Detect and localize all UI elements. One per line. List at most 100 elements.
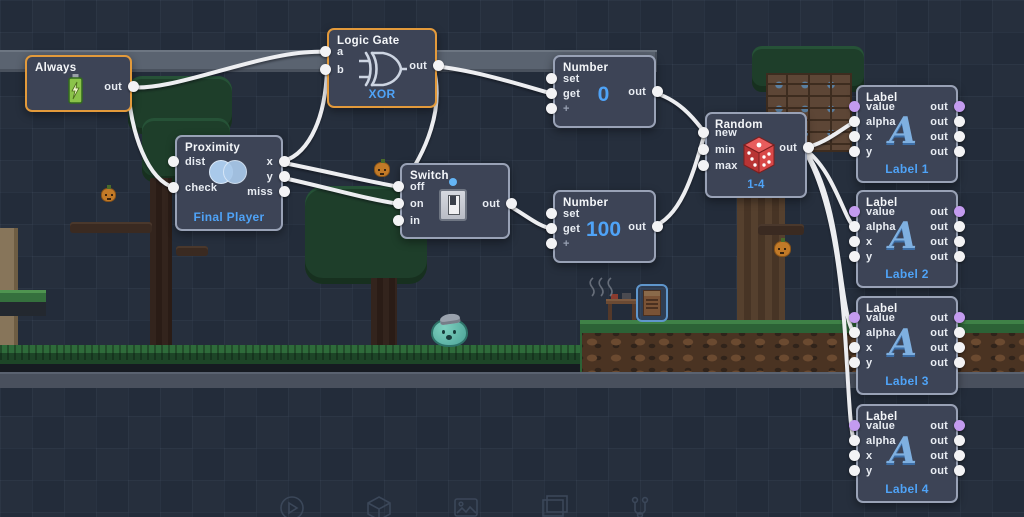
port-dot[interactable] (698, 144, 709, 155)
port-dot[interactable] (954, 435, 965, 446)
port-alpha: alpha (849, 326, 896, 340)
port-dot[interactable] (954, 342, 965, 353)
port-out: out (409, 59, 444, 73)
port-dot[interactable] (849, 342, 860, 353)
port-dot[interactable] (849, 101, 860, 112)
port-value: value (849, 205, 895, 219)
port-dot[interactable] (954, 221, 965, 232)
port-dot[interactable] (954, 116, 965, 127)
port-dot[interactable] (652, 86, 663, 97)
port-dot[interactable] (849, 357, 860, 368)
node-proximity[interactable]: Proximity dist check x y miss Final Play… (168, 135, 290, 231)
battery-icon (67, 73, 84, 105)
port-dot[interactable] (954, 101, 965, 112)
port-dot[interactable] (546, 238, 557, 249)
port-out: out (930, 356, 965, 370)
node-always[interactable]: Always out (25, 55, 139, 112)
port-dot[interactable] (652, 221, 663, 232)
toggle-switch-icon[interactable] (439, 189, 467, 221)
wire-proximity-x-switch-off[interactable] (277, 160, 402, 189)
port-dot[interactable] (279, 156, 290, 167)
port-dot[interactable] (849, 435, 860, 446)
port-dot[interactable] (393, 198, 404, 209)
port-dot[interactable] (546, 73, 557, 84)
port-dot[interactable] (546, 103, 557, 114)
node-label-3[interactable]: Label A value alpha x y out out out (849, 296, 965, 395)
port-dot[interactable] (849, 450, 860, 461)
node-switch[interactable]: Switch off on in out (393, 163, 517, 239)
port-dot[interactable] (849, 236, 860, 247)
port-dot[interactable] (393, 215, 404, 226)
node-logic-gate[interactable]: Logic Gate a b out XOR (320, 28, 444, 108)
label-name-value[interactable]: Label 4 (885, 482, 929, 496)
port-dot[interactable] (849, 327, 860, 338)
port-dot[interactable] (279, 171, 290, 182)
node-label-1[interactable]: Label A value alpha x y out out out (849, 85, 965, 183)
port-dot[interactable] (849, 251, 860, 262)
port-dot[interactable] (954, 131, 965, 142)
port-dot[interactable] (279, 186, 290, 197)
label-name-value[interactable]: Label 3 (885, 374, 929, 388)
port-dot[interactable] (954, 206, 965, 217)
port-dot[interactable] (698, 160, 709, 171)
port-dot[interactable] (698, 127, 709, 138)
port-dot[interactable] (393, 181, 404, 192)
port-value: value (849, 419, 895, 433)
port-dot[interactable] (320, 64, 331, 75)
gate-mode-value[interactable]: XOR (368, 87, 396, 101)
port-dot[interactable] (168, 182, 179, 193)
port-dot[interactable] (849, 116, 860, 127)
port-dot[interactable] (954, 312, 965, 323)
label-name-value[interactable]: Label 1 (885, 162, 929, 176)
random-range-value[interactable]: 1-4 (747, 179, 765, 191)
port-dot[interactable] (849, 206, 860, 217)
node-number-0[interactable]: Number 0 set get + out (546, 55, 663, 128)
port-dot[interactable] (954, 465, 965, 476)
port-dot[interactable] (546, 208, 557, 219)
node-label-2[interactable]: Label A value alpha x y out out out (849, 190, 965, 288)
wire-number100-random-new[interactable] (650, 131, 707, 229)
number-value[interactable]: 100 (585, 218, 622, 241)
proximity-target-value[interactable]: Final Player (193, 210, 265, 224)
port-dot[interactable] (546, 88, 557, 99)
port-dot[interactable] (954, 420, 965, 431)
wire-number0-random-new[interactable] (650, 90, 707, 135)
play-icon[interactable] (280, 496, 304, 517)
port-dot[interactable] (506, 198, 517, 209)
port-dot[interactable] (954, 327, 965, 338)
node-random[interactable]: Random new min max out (698, 112, 814, 198)
layers-icon[interactable] (542, 495, 568, 517)
port-dot[interactable] (128, 81, 139, 92)
wire-always-logicgate-a[interactable] (126, 49, 329, 90)
port-dot[interactable] (849, 465, 860, 476)
wire-random-label4[interactable] (801, 146, 856, 444)
node-label-4[interactable]: Label A value alpha x y out out out (849, 404, 965, 503)
port-dot[interactable] (849, 420, 860, 431)
port-dot[interactable] (954, 450, 965, 461)
wire-always-proximity-check[interactable] (126, 85, 177, 190)
port-dot[interactable] (849, 131, 860, 142)
grass-ground (0, 345, 580, 372)
port-dot[interactable] (849, 312, 860, 323)
image-icon[interactable] (454, 498, 478, 517)
node-number-100[interactable]: Number 100 set get + out (546, 190, 663, 263)
wire-logicgate-number-get[interactable] (431, 64, 555, 96)
port-dot[interactable] (849, 146, 860, 157)
logic-nodes-icon[interactable] (631, 496, 649, 517)
port-dot[interactable] (954, 146, 965, 157)
port-dot[interactable] (954, 236, 965, 247)
port-dot[interactable] (168, 156, 179, 167)
port-dot[interactable] (320, 46, 331, 57)
port-dot[interactable] (849, 221, 860, 232)
box-icon[interactable] (367, 496, 391, 517)
label-name-value[interactable]: Label 2 (885, 267, 929, 281)
port-dot[interactable] (954, 357, 965, 368)
port-dot[interactable] (803, 142, 814, 153)
port-dot[interactable] (546, 223, 557, 234)
number-value[interactable]: 0 (597, 83, 610, 106)
port-dot[interactable] (433, 60, 444, 71)
wire-proximity-y-switch-on[interactable] (277, 175, 402, 206)
port-dot[interactable] (954, 251, 965, 262)
wire-proximity-x-logicgate-b[interactable] (277, 68, 329, 164)
